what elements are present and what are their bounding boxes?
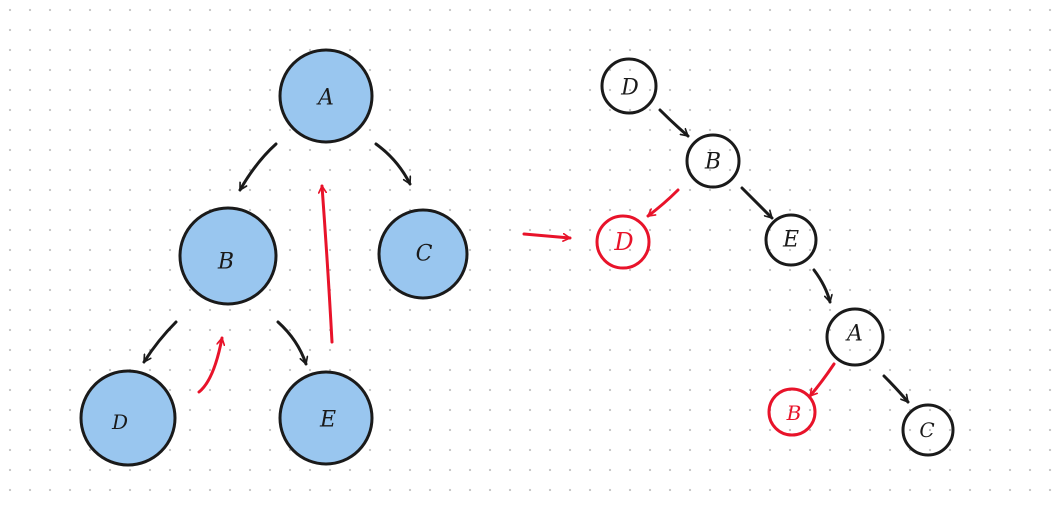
sequence-nodes: D B D E A B C [595,57,955,457]
tree-node-b-label: B [217,250,234,275]
seq-node-e: E [764,213,818,267]
sequence-edges [646,108,910,404]
seq-node-d-highlight-circle [595,214,651,270]
seq-edge-b-to-d [646,188,680,218]
seq-node-d-highlight: D [595,214,651,270]
seq-node-d: D [600,57,658,115]
seq-node-a: A [825,307,885,367]
seq-node-b: B [685,133,741,189]
seq-node-d-highlight-label: D [613,228,633,256]
seq-node-b-highlight-circle [767,387,817,437]
tree-node-c-circle [377,208,469,300]
tree-node-c-label: C [416,242,433,267]
seq-node-d-circle [600,57,658,115]
tree-edges [142,142,412,394]
tree-node-a-label: A [316,86,334,111]
seq-node-c-label: C [919,418,934,442]
tree-nodes: A B C D E [79,48,469,467]
seq-node-a-label: A [845,322,863,347]
tree-node-a-circle [278,48,374,144]
tree-node-e-circle [278,370,374,466]
edge-a-to-c [374,142,412,186]
seq-edge-d-to-b [658,108,690,138]
seq-node-b-circle [685,133,741,189]
seq-node-b-label: B [704,150,721,175]
traversal-e-to-a [322,184,334,344]
seq-node-b-highlight-label: B [786,401,802,425]
seq-edge-b-to-e [740,186,774,220]
seq-node-c: C [901,403,955,457]
seq-node-e-label: E [782,228,799,253]
transition-arrow [522,232,572,238]
tree-node-c: C [377,208,469,300]
traversal-d-to-b [197,336,222,394]
seq-node-a-circle [825,307,885,367]
tree-node-a: A [278,48,374,144]
seq-node-b-highlight: B [767,387,817,437]
seq-edge-e-to-a [812,268,830,304]
edge-a-to-b [238,142,278,192]
tree-node-e-label: E [319,408,336,433]
tree-node-d-label: D [111,410,128,434]
tree-node-b-circle [178,206,278,306]
seq-node-e-circle [764,213,818,267]
seq-edge-a-to-c [882,374,910,404]
seq-edge-a-to-b [808,362,836,398]
seq-node-d-label: D [620,76,639,101]
edge-b-to-e [276,320,306,366]
seq-node-c-circle [901,403,955,457]
tree-node-d: D [79,369,177,467]
edge-b-to-d [142,320,178,364]
tree-node-d-circle [79,369,177,467]
tree-node-e: E [278,370,374,466]
tree-node-b: B [178,206,278,306]
